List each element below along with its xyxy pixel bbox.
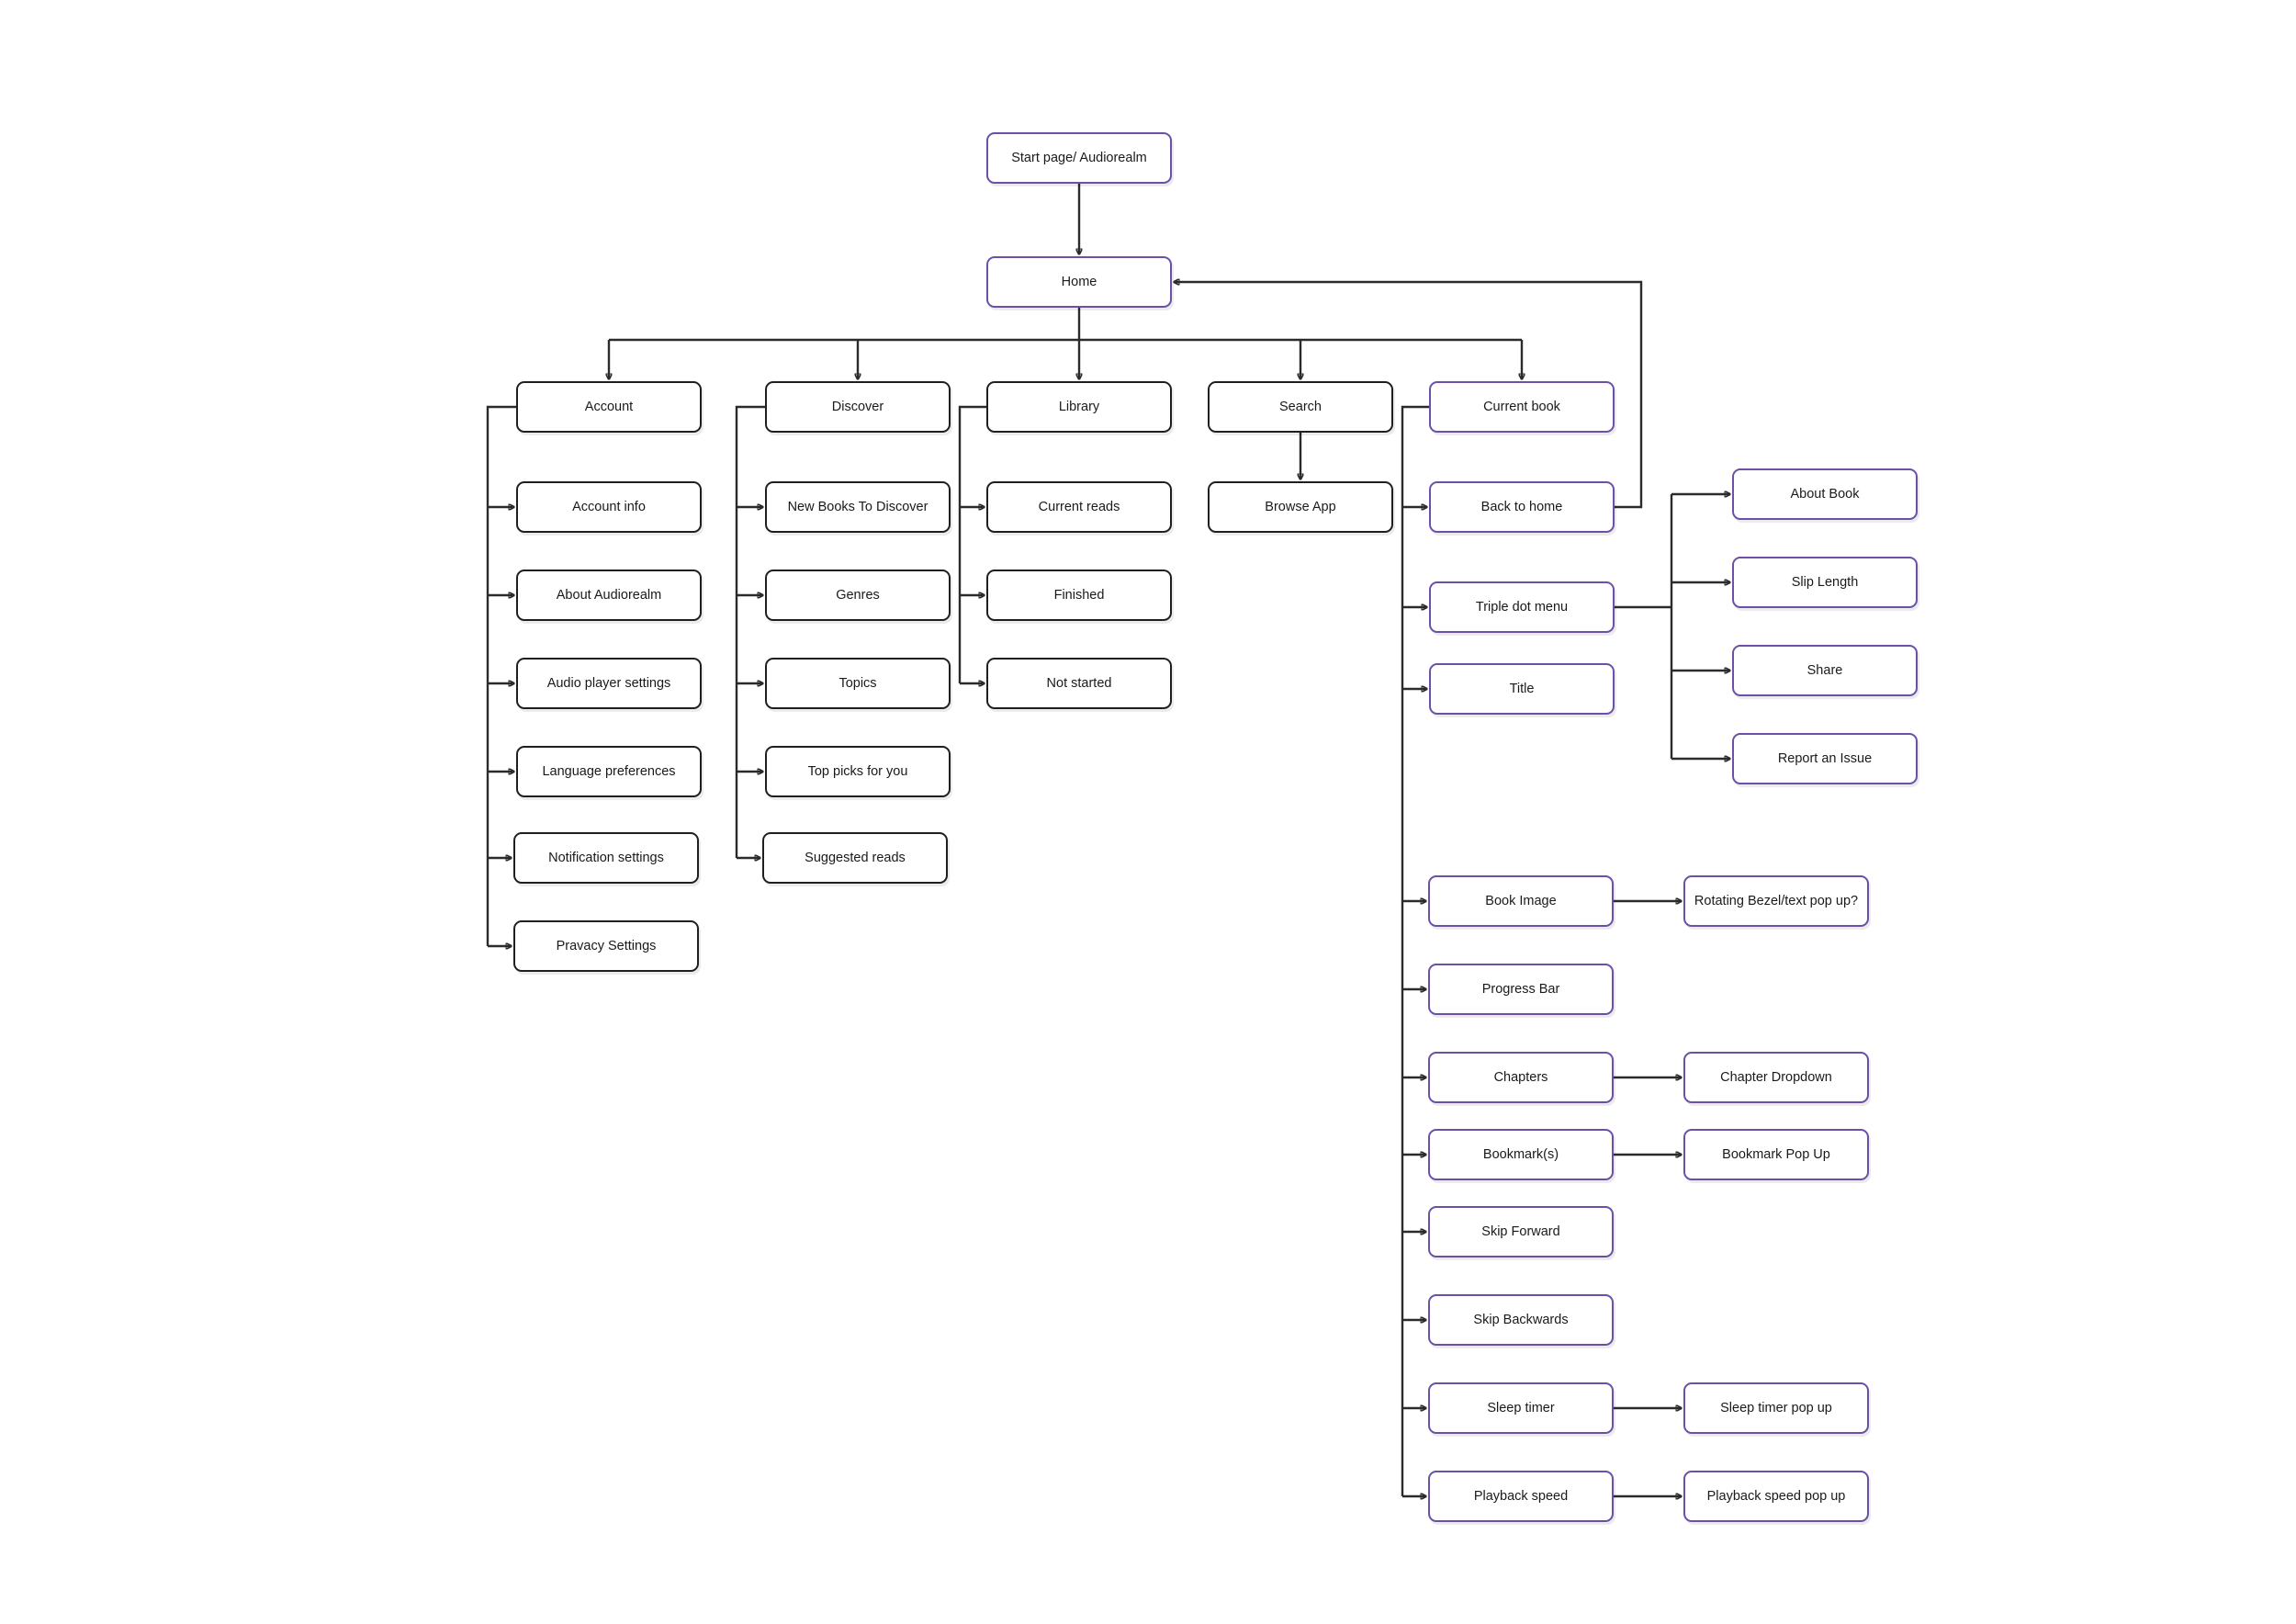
top-picks-node: Top picks for you — [765, 746, 951, 797]
bookmarks-node: Bookmark(s) — [1428, 1129, 1614, 1180]
start-page-node: Start page/ Audiorealm — [986, 132, 1172, 184]
privacy-settings-node: Pravacy Settings — [513, 920, 699, 972]
connector-library-spine — [958, 405, 986, 683]
connector-back-to-home-loop — [1174, 282, 1643, 509]
topics-node: Topics — [765, 658, 951, 709]
language-preferences-node: Language preferences — [516, 746, 702, 797]
back-to-home-node: Back to home — [1429, 481, 1615, 533]
share-node: Share — [1732, 645, 1918, 696]
bookmark-popup-node: Bookmark Pop Up — [1683, 1129, 1869, 1180]
browse-app-node: Browse App — [1208, 481, 1393, 533]
discover-node: Discover — [765, 381, 951, 433]
progress-bar-node: Progress Bar — [1428, 964, 1614, 1015]
rotating-bezel-node: Rotating Bezel/text pop up? — [1683, 875, 1869, 927]
sleep-timer-popup-node: Sleep timer pop up — [1683, 1382, 1869, 1434]
account-info-node: Account info — [516, 481, 702, 533]
playback-speed-popup-node: Playback speed pop up — [1683, 1471, 1869, 1522]
about-book-node: About Book — [1732, 468, 1918, 520]
slip-length-node: Slip Length — [1732, 557, 1918, 608]
genres-node: Genres — [765, 570, 951, 621]
sleep-timer-node: Sleep timer — [1428, 1382, 1614, 1434]
connector-discover-spine — [735, 405, 765, 858]
playback-speed-node: Playback speed — [1428, 1471, 1614, 1522]
new-books-node: New Books To Discover — [765, 481, 951, 533]
about-audiorealm-node: About Audiorealm — [516, 570, 702, 621]
current-book-node: Current book — [1429, 381, 1615, 433]
connector-account-spine — [486, 405, 516, 946]
notification-settings-node: Notification settings — [513, 832, 699, 884]
audio-player-settings-node: Audio player settings — [516, 658, 702, 709]
home-node: Home — [986, 256, 1172, 308]
book-image-node: Book Image — [1428, 875, 1614, 927]
suggested-reads-node: Suggested reads — [762, 832, 948, 884]
current-reads-node: Current reads — [986, 481, 1172, 533]
title-node: Title — [1429, 663, 1615, 715]
not-started-node: Not started — [986, 658, 1172, 709]
account-node: Account — [516, 381, 702, 433]
connector-current-book-spine — [1401, 405, 1429, 1496]
finished-node: Finished — [986, 570, 1172, 621]
skip-backwards-node: Skip Backwards — [1428, 1294, 1614, 1346]
chapter-dropdown-node: Chapter Dropdown — [1683, 1052, 1869, 1103]
skip-forward-node: Skip Forward — [1428, 1206, 1614, 1257]
chapters-node: Chapters — [1428, 1052, 1614, 1103]
triple-dot-menu-node: Triple dot menu — [1429, 581, 1615, 633]
library-node: Library — [986, 381, 1172, 433]
search-node: Search — [1208, 381, 1393, 433]
report-issue-node: Report an Issue — [1732, 733, 1918, 784]
